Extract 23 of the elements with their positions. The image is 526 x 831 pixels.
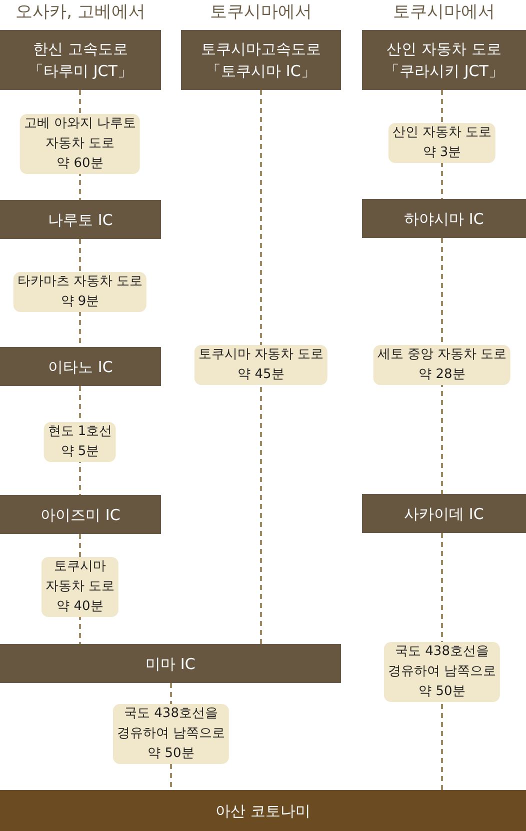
interchange-box: 미마 IC	[0, 644, 341, 683]
dashed-line	[260, 90, 262, 644]
edge-label: 세토 중앙 자동차 도로 약 28분	[373, 345, 511, 385]
start-box: 토쿠시마고속도로 「토쿠시마 IC」	[181, 30, 341, 90]
edge-label: 토쿠시마 자동차 도로 약 40분	[41, 557, 119, 617]
start-box: 한신 고속도로 「타루미 JCT」	[0, 30, 161, 90]
interchange-box: 이타노 IC	[0, 347, 161, 386]
column-heading: 토쿠시마에서	[392, 1, 496, 24]
destination-box: 아산 코토나미	[0, 790, 526, 831]
interchange-box: 아이즈미 IC	[0, 495, 161, 534]
edge-label: 타카마츠 자동차 도로 약 9분	[13, 272, 147, 312]
interchange-box: 나루토 IC	[0, 200, 161, 239]
column-heading: 오사카, 고베에서	[14, 1, 146, 24]
interchange-box: 하야시마 IC	[362, 199, 526, 238]
edge-label: 현도 1호선 약 5분	[44, 422, 116, 462]
interchange-box: 사카이데 IC	[362, 494, 526, 533]
column-heading: 토쿠시마에서	[209, 1, 313, 24]
edge-label: 산인 자동차 도로 약 3분	[388, 123, 496, 163]
edge-label: 국도 438호선을 경유하여 남쪽으로 약 50분	[384, 642, 500, 702]
start-box: 산인 자동차 도로 「쿠라시키 JCT」	[362, 30, 526, 90]
edge-label: 국도 438호선을 경유하여 남쪽으로 약 50분	[112, 704, 230, 764]
edge-label: 토쿠시마 자동차 도로 약 45분	[194, 345, 328, 385]
edge-label: 고베 아와지 나루토 자동차 도로 약 60분	[20, 114, 140, 174]
